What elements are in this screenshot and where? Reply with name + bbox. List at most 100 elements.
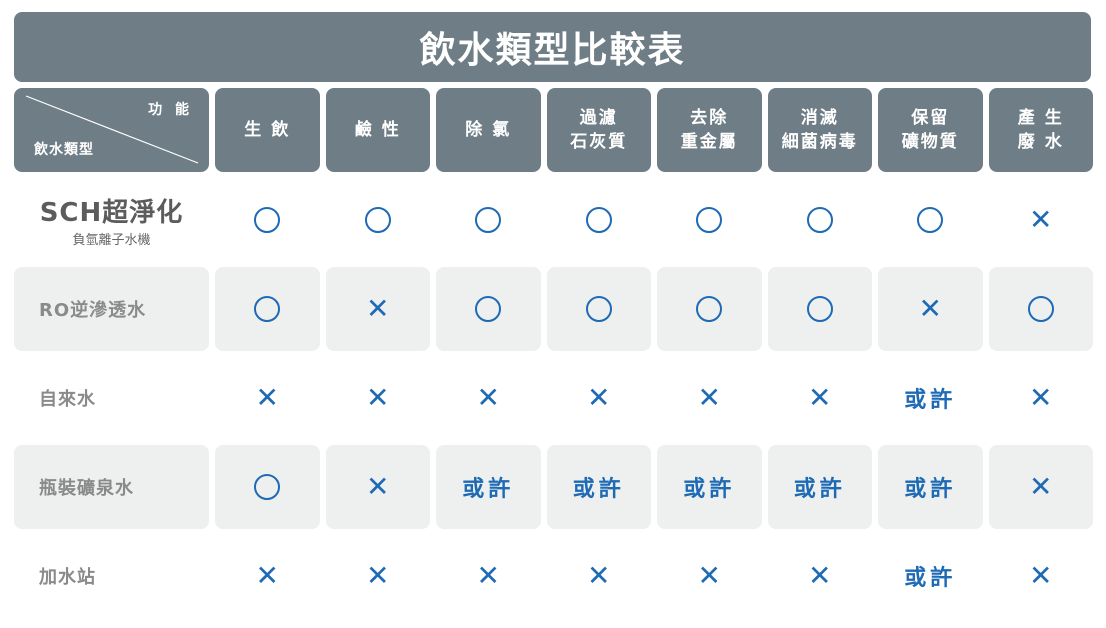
circle-icon (475, 207, 502, 233)
comparison-table: 功 能 飲水類型 生 飲鹼 性除 氯過濾 石灰質去除 重金屬消滅 細菌病毒保留 … (14, 88, 1093, 623)
table-cell: ✕ (215, 534, 320, 618)
table-cell (657, 267, 762, 351)
circle-icon (364, 207, 391, 233)
cross-icon: ✕ (366, 381, 390, 414)
circle-icon (806, 207, 833, 233)
table-cell (547, 178, 652, 262)
maybe-text: 或許 (904, 566, 957, 591)
maybe-text: 或許 (572, 477, 625, 502)
cross-icon: ✕ (255, 559, 279, 592)
column-header: 生 飲 (215, 88, 320, 172)
table-cell: ✕ (547, 356, 652, 440)
maybe-text: 或許 (683, 477, 736, 502)
circle-icon (254, 296, 281, 322)
cross-icon: ✕ (255, 381, 279, 414)
cross-icon: ✕ (1029, 203, 1053, 236)
table-cell: ✕ (657, 356, 762, 440)
column-header: 消滅 細菌病毒 (767, 88, 872, 172)
cross-icon: ✕ (918, 292, 942, 325)
cross-icon: ✕ (476, 381, 500, 414)
table-cell (436, 178, 541, 262)
circle-icon (696, 296, 723, 322)
table-cell: ✕ (878, 267, 983, 351)
column-header: 過濾 石灰質 (546, 88, 651, 172)
table-cell (767, 267, 872, 351)
cross-icon: ✕ (587, 381, 611, 414)
circle-icon (585, 207, 612, 233)
table-cell: ✕ (326, 356, 431, 440)
table-cell: 或許 (878, 356, 983, 440)
table-cell (326, 178, 431, 262)
column-header: 去除 重金屬 (657, 88, 762, 172)
table-cell: ✕ (989, 534, 1094, 618)
table-cell (215, 178, 320, 262)
row-label: 瓶裝礦泉水 (14, 445, 209, 529)
logo-text: SCH超淨化 (39, 198, 184, 228)
table-cell (215, 267, 320, 351)
table-cell: ✕ (215, 356, 320, 440)
column-header: 除 氯 (436, 88, 541, 172)
cross-icon: ✕ (476, 559, 500, 592)
circle-icon (585, 296, 612, 322)
table-cell: ✕ (989, 178, 1094, 262)
table-cell: ✕ (989, 356, 1094, 440)
table-cell: 或許 (657, 445, 762, 529)
table-cell: ✕ (768, 356, 873, 440)
table-cell: ✕ (768, 534, 873, 618)
cross-icon: ✕ (808, 381, 832, 414)
table-cell (988, 267, 1093, 351)
table-cell (768, 178, 873, 262)
circle-icon (806, 296, 833, 322)
cross-icon: ✕ (1029, 381, 1053, 414)
cross-icon: ✕ (366, 292, 390, 325)
circle-icon (254, 474, 281, 500)
table-cell: ✕ (436, 356, 541, 440)
table-cell: ✕ (436, 534, 541, 618)
page-title: 飲水類型比較表 (14, 12, 1091, 82)
maybe-text: 或許 (793, 477, 846, 502)
table-cell: 或許 (767, 445, 872, 529)
table-cell (546, 267, 651, 351)
table-cell: 或許 (436, 445, 541, 529)
table-cell: ✕ (326, 534, 431, 618)
table-cell: ✕ (988, 445, 1093, 529)
table-cell (215, 445, 320, 529)
table-cell: ✕ (325, 445, 430, 529)
function-label: 功 能 (148, 102, 193, 118)
row-label: RO逆滲透水 (14, 267, 209, 351)
table-cell (878, 178, 983, 262)
cross-icon: ✕ (697, 559, 721, 592)
column-header: 產 生 廢 水 (988, 88, 1093, 172)
cross-icon: ✕ (1029, 470, 1053, 503)
maybe-text: 或許 (904, 477, 957, 502)
table-cell: 或許 (878, 534, 983, 618)
table-cell: ✕ (547, 534, 652, 618)
cross-icon: ✕ (366, 559, 390, 592)
logo-subtext: 負氫離子水機 (72, 233, 151, 248)
circle-icon (475, 296, 502, 322)
table-cell: 或許 (878, 445, 983, 529)
cross-icon: ✕ (697, 381, 721, 414)
maybe-text: 或許 (904, 388, 957, 413)
corner-header: 功 能 飲水類型 (14, 88, 209, 172)
table-cell: 或許 (546, 445, 651, 529)
row-label: 加水站 (39, 567, 96, 588)
cross-icon: ✕ (1029, 559, 1053, 592)
column-header: 保留 礦物質 (878, 88, 983, 172)
circle-icon (917, 207, 944, 233)
cross-icon: ✕ (808, 559, 832, 592)
cross-icon: ✕ (587, 559, 611, 592)
sch-logo: SCH超淨化負氫離子水機 (14, 178, 209, 262)
row-label: 自來水 (39, 389, 96, 410)
circle-icon (254, 207, 281, 233)
table-cell (657, 178, 762, 262)
table-cell: ✕ (325, 267, 430, 351)
column-header: 鹼 性 (325, 88, 430, 172)
circle-icon (1027, 296, 1054, 322)
table-cell: ✕ (657, 534, 762, 618)
maybe-text: 或許 (462, 477, 515, 502)
table-cell (436, 267, 541, 351)
type-label: 飲水類型 (34, 142, 94, 158)
cross-icon: ✕ (366, 470, 390, 503)
circle-icon (696, 207, 723, 233)
